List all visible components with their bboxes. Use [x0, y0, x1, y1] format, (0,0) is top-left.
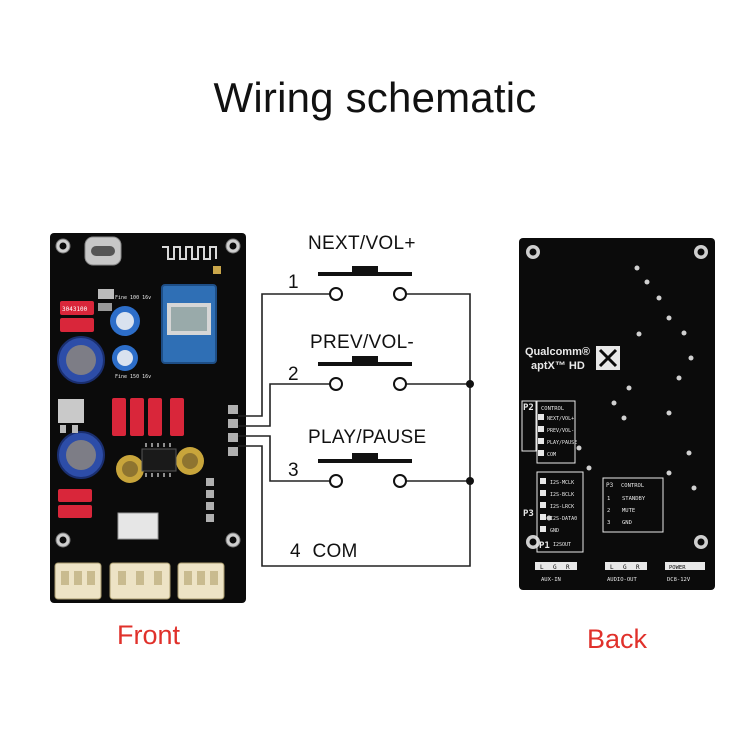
svg-text:STANDBY: STANDBY	[622, 496, 646, 502]
dac-chip	[141, 448, 177, 472]
switch-1	[318, 266, 412, 301]
resistors-lower	[58, 489, 92, 518]
junction-dot	[466, 380, 474, 388]
lr-mark-aux-r: R	[566, 564, 570, 571]
svg-text:MUTE: MUTE	[622, 508, 635, 514]
i2s-pin-1: I2S-MCLK	[550, 480, 574, 486]
cap-label-b: Fine 150 16v	[115, 374, 151, 380]
p2-pin-1: NEXT/VOL+	[547, 416, 574, 422]
svg-text:P2: P2	[523, 403, 534, 413]
cap-label-a: Fine 100 16v	[115, 295, 151, 301]
com-label: 4 COM	[290, 541, 358, 562]
wire-4-com	[238, 293, 471, 567]
p2-pin-squares	[538, 414, 544, 456]
front-board: Fine 100 16v Fine 150 16v 3043100	[50, 233, 246, 603]
svg-text:3: 3	[607, 520, 610, 526]
switch-2	[318, 356, 412, 391]
i2s-pin-4: I2S-DATA0	[550, 516, 577, 522]
wire-1	[238, 293, 330, 417]
button-1-number: 1	[288, 272, 299, 293]
lr-mark-out-r: R	[636, 564, 640, 571]
pcb-antenna	[162, 246, 217, 260]
audio-out-label: AUDIO-OUT	[607, 577, 637, 583]
page-title: Wiring schematic	[213, 74, 537, 121]
capacitors	[57, 306, 204, 483]
p3-title: CONTROL	[621, 483, 645, 489]
p2-title: CONTROL	[541, 406, 565, 412]
resistor-label: 3043100	[62, 306, 88, 313]
relay	[117, 512, 159, 540]
control-header-pins	[206, 405, 238, 522]
svg-text:P3: P3	[523, 509, 534, 519]
button-2-label: PREV/VOL-	[310, 332, 415, 353]
switch-3	[318, 453, 412, 488]
vias	[546, 265, 697, 521]
lr-mark-aux-l: L	[540, 564, 544, 571]
power-label: POWER	[669, 565, 686, 571]
bottom-connectors	[54, 562, 225, 600]
svg-text:P1: P1	[539, 541, 550, 551]
i2s-pin-5: GND	[550, 528, 559, 534]
lr-mark-out-l: L	[610, 564, 614, 571]
p1-title: I2SOUT	[553, 542, 571, 548]
lr-mark-out-g: G	[623, 564, 627, 571]
back-board: Qualcomm® aptX™ HD P2 CONTROL NEXT/VOL+ …	[519, 238, 715, 590]
p3-header-b: P3	[606, 482, 614, 489]
i2s-pin-2: I2S-BCLK	[550, 492, 574, 498]
front-label: Front	[117, 620, 181, 650]
i2s-pin-squares	[540, 478, 546, 532]
resistors-left	[60, 301, 94, 332]
lr-mark-aux-g: G	[553, 564, 557, 571]
p2-pin-3: PLAY/PAUSE	[547, 440, 577, 446]
voltage-regulator	[58, 399, 84, 423]
wire-2	[238, 383, 330, 427]
button-1-label: NEXT/VOL+	[308, 233, 416, 254]
aux-in-label: AUX-IN	[541, 577, 561, 583]
resistors-middle	[112, 398, 184, 436]
p2-pin-4: COM	[547, 452, 556, 458]
svg-text:2: 2	[607, 508, 610, 514]
wire-3	[238, 435, 330, 482]
power-voltage-label: DC8-12V	[667, 577, 691, 583]
p2-pin-2: PREV/VOL-	[547, 428, 574, 434]
back-label: Back	[587, 624, 648, 654]
button-3-label: PLAY/PAUSE	[308, 427, 427, 448]
aptx-logo: aptX™ HD	[531, 360, 585, 372]
svg-text:GND: GND	[622, 520, 632, 526]
junction-dot	[466, 477, 474, 485]
button-2-number: 2	[288, 364, 299, 385]
svg-text:1: 1	[607, 496, 610, 502]
qualcomm-logo: Qualcomm®	[525, 346, 590, 358]
i2s-pin-3: I2S-LRCK	[550, 504, 574, 510]
button-3-number: 3	[288, 460, 299, 481]
